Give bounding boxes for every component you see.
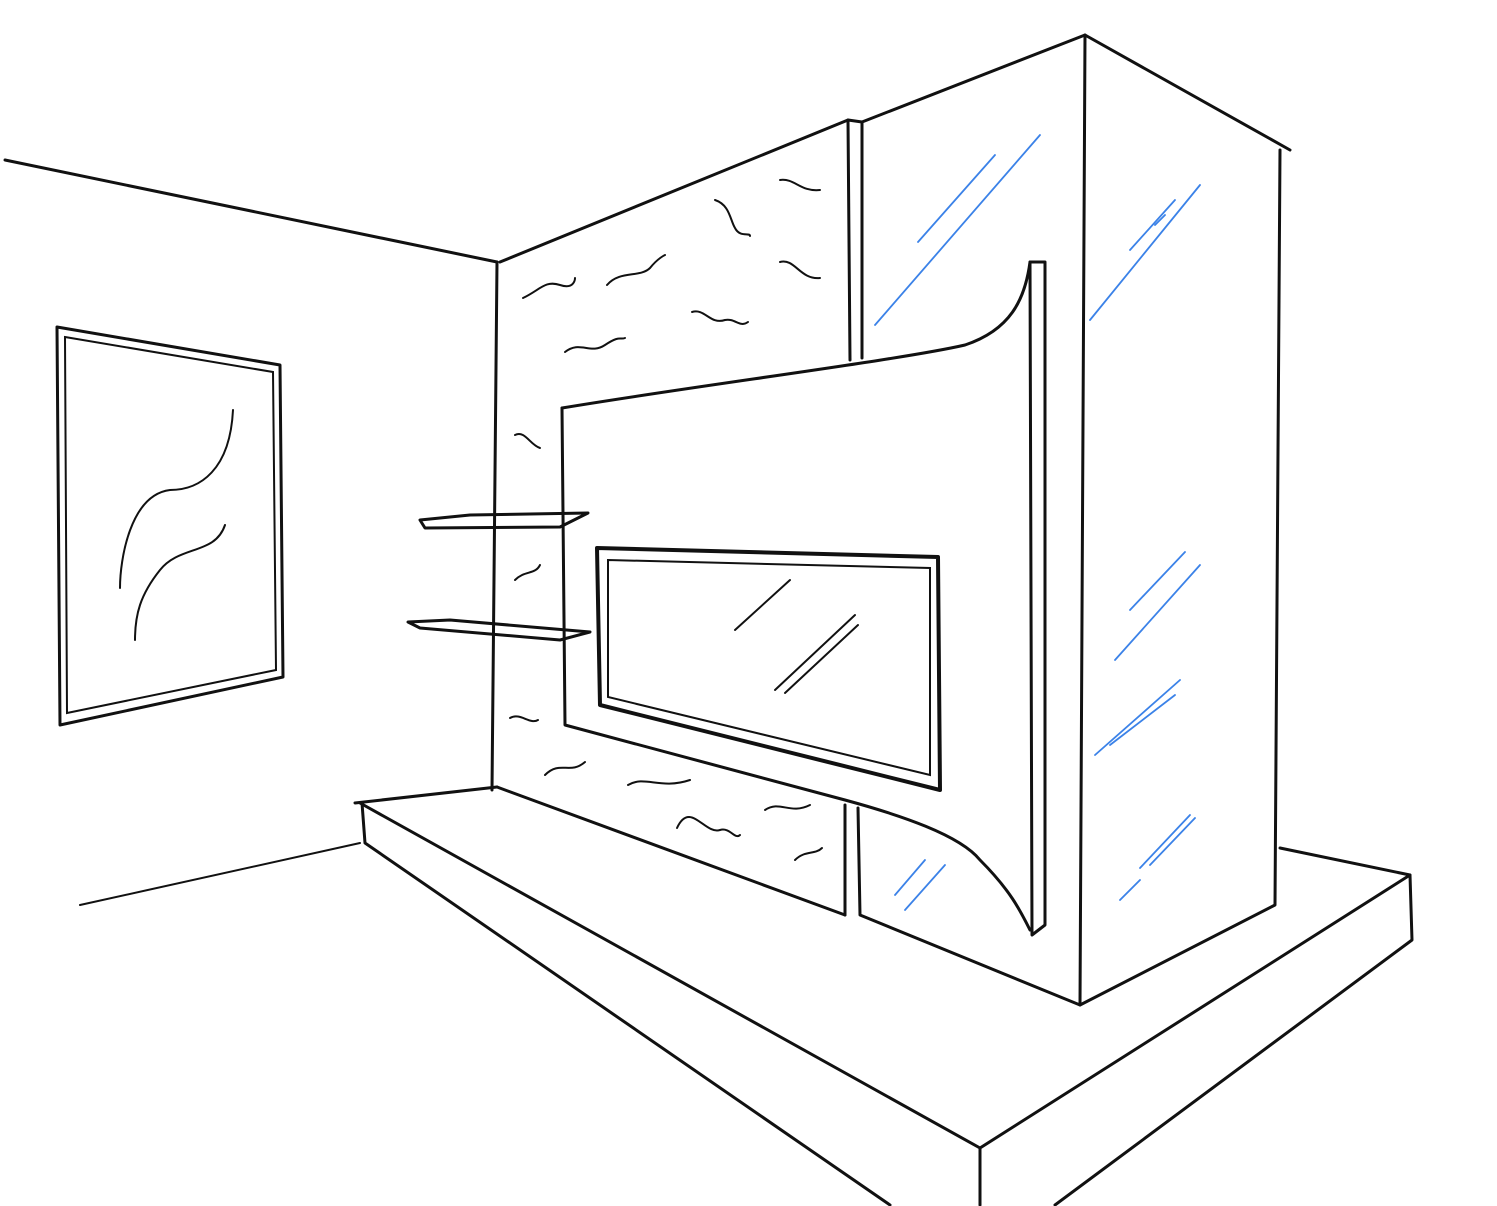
glass-shelves [406, 511, 592, 642]
shelf-upper [418, 511, 590, 530]
picture-frame-inner [63, 335, 278, 715]
platform [353, 785, 1414, 1206]
picture-stroke [119, 409, 234, 589]
wall-picture [55, 325, 285, 727]
stone-texture [509, 178, 823, 861]
tv-panel [560, 260, 1047, 937]
feature-block [495, 33, 1292, 1007]
glass-reflections [874, 134, 1201, 911]
picture-frame-outer [55, 325, 285, 727]
ceiling-line [3, 158, 499, 264]
television [595, 546, 942, 792]
picture-stroke [134, 524, 226, 641]
panel-edge-strip [1028, 260, 1047, 937]
room-walls [3, 158, 499, 906]
floor-line [79, 842, 361, 906]
shelf-lower [406, 618, 592, 642]
